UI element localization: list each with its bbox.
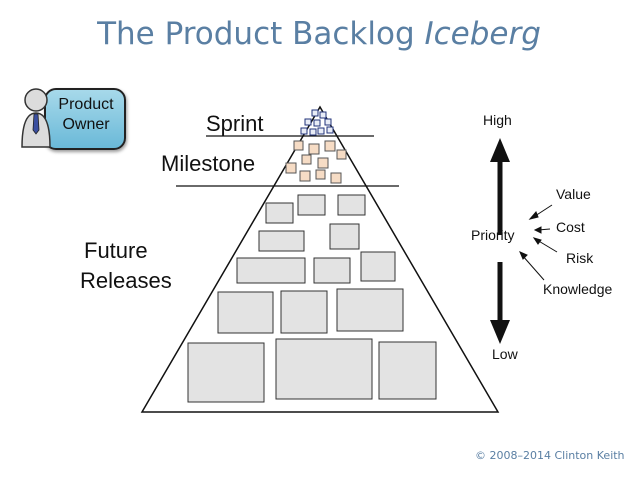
sprint-item bbox=[304, 118, 312, 126]
priority-down-arrow bbox=[490, 262, 510, 344]
future-item bbox=[378, 341, 437, 400]
future-item bbox=[297, 194, 326, 216]
milestone-item bbox=[299, 170, 311, 182]
milestone-item bbox=[308, 143, 320, 155]
knowledge-label: Knowledge bbox=[543, 281, 613, 297]
person-icon bbox=[21, 88, 51, 148]
owner-line2: Owner bbox=[62, 116, 110, 133]
risk-label: Risk bbox=[566, 250, 594, 266]
future-item bbox=[313, 257, 351, 284]
copyright-text: © 2008–2014 Clinton Keith bbox=[475, 449, 625, 462]
future-item bbox=[236, 257, 306, 284]
future-label: Future bbox=[84, 238, 148, 263]
milestone-item bbox=[315, 169, 326, 180]
sprint-item bbox=[300, 127, 308, 135]
future-item bbox=[280, 290, 328, 334]
milestone-item bbox=[330, 172, 342, 184]
owner-line1: Product bbox=[58, 96, 114, 113]
future-item bbox=[187, 342, 265, 403]
releases-label: Releases bbox=[80, 268, 172, 293]
factor-arrows bbox=[519, 204, 558, 281]
sprint-items bbox=[300, 109, 334, 136]
milestone-item bbox=[301, 154, 312, 165]
priority-up-arrow bbox=[490, 138, 510, 235]
sprint-item bbox=[309, 128, 317, 136]
milestone-items bbox=[285, 140, 347, 184]
low-label: Low bbox=[492, 346, 518, 362]
product-owner-label: Product Owner bbox=[50, 95, 122, 135]
high-label: High bbox=[483, 112, 512, 128]
future-item bbox=[337, 194, 366, 216]
future-item bbox=[217, 291, 274, 334]
title-emphasis: Iceberg bbox=[424, 16, 541, 52]
sprint-item bbox=[319, 111, 327, 119]
milestone-item bbox=[317, 157, 329, 169]
milestone-item bbox=[336, 149, 347, 160]
future-item bbox=[329, 223, 360, 250]
sprint-item bbox=[313, 119, 321, 127]
future-item bbox=[265, 202, 294, 224]
milestone-item bbox=[293, 140, 304, 151]
slide-title: The Product Backlog Iceberg bbox=[0, 16, 638, 52]
future-items bbox=[187, 194, 437, 403]
value-label: Value bbox=[556, 186, 591, 202]
future-item bbox=[258, 230, 305, 252]
milestone-item bbox=[324, 140, 336, 152]
sprint-item bbox=[324, 118, 332, 126]
future-item bbox=[360, 251, 396, 282]
priority-label: Priority bbox=[471, 227, 515, 243]
sprint-item bbox=[326, 126, 334, 134]
risk-arrow bbox=[536, 239, 558, 253]
future-item bbox=[336, 288, 404, 332]
knowledge-arrow bbox=[521, 254, 545, 281]
cost-label: Cost bbox=[556, 219, 585, 235]
title-main: The Product Backlog bbox=[97, 16, 425, 52]
milestone-label: Milestone bbox=[161, 151, 256, 176]
sprint-label: Sprint bbox=[206, 111, 264, 136]
milestone-item bbox=[285, 162, 297, 174]
future-item bbox=[275, 338, 373, 400]
sprint-item bbox=[311, 109, 319, 117]
sprint-item bbox=[317, 127, 325, 135]
